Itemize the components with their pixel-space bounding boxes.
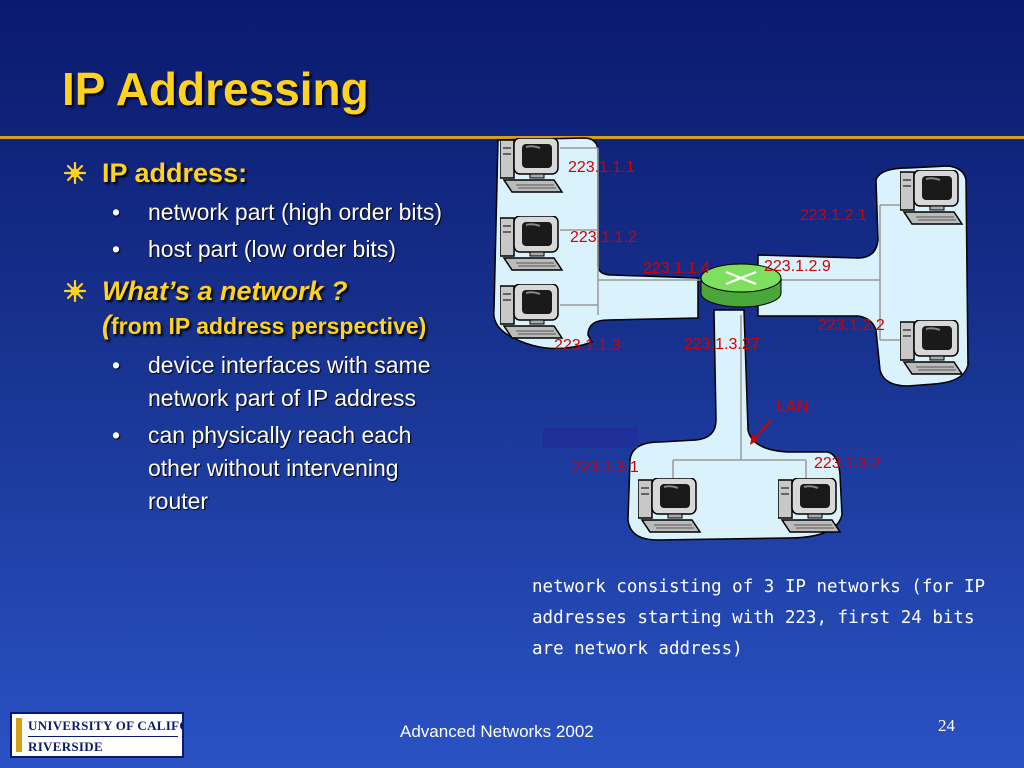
logo-separator xyxy=(28,736,178,737)
bullet-subtext: (from IP address perspective) xyxy=(102,308,482,343)
slide-title: IP Addressing xyxy=(62,63,369,115)
university-logo: UNIVERSITY OF CALIFORNIA RIVERSIDE xyxy=(10,712,184,758)
sub-bullet: • can physically reach each other without… xyxy=(62,419,458,518)
logo-line-1: UNIVERSITY OF CALIFORNIA xyxy=(28,718,182,733)
computer-icon xyxy=(500,138,563,193)
address-223-1-2-1: 223.1.2.1 xyxy=(800,207,867,224)
sunburst-bullet-icon xyxy=(64,162,86,184)
lan-label: LAN xyxy=(776,397,809,416)
sub-bullet: • device interfaces with same network par… xyxy=(62,349,458,415)
title-divider xyxy=(0,136,1024,139)
computer-icon xyxy=(778,478,841,533)
dot-icon: • xyxy=(112,236,121,262)
bullet-text: IP address: xyxy=(102,158,248,188)
dot-icon: • xyxy=(112,199,121,225)
address-223-1-1-2: 223.1.1.2 xyxy=(570,229,637,246)
page-number: 24 xyxy=(938,716,955,735)
logo-bar xyxy=(16,718,22,752)
lan-marker-bar xyxy=(543,428,638,448)
bullet-whats-a-network: What’s a network ? (from IP address pers… xyxy=(62,274,482,343)
sub-bullet-text: can physically reach each other without … xyxy=(148,422,412,514)
dot-icon: • xyxy=(112,352,121,378)
sub-bullet-text: network part (high order bits) xyxy=(148,199,443,225)
paren-open: ( xyxy=(102,310,111,340)
router xyxy=(700,263,782,308)
address-223-1-3-1: 223.1.3.1 xyxy=(572,459,639,476)
sub-bullet-text: host part (low order bits) xyxy=(148,236,396,262)
dot-icon: • xyxy=(112,422,121,448)
address-223-1-1-3: 223.1.1.3 xyxy=(554,337,621,354)
sunburst-bullet-icon xyxy=(64,280,86,302)
bullet-ip-address: IP address: xyxy=(62,156,482,190)
diagram-caption: network consisting of 3 IP networks (for… xyxy=(532,577,986,659)
address-223-1-2-9: 223.1.2.9 xyxy=(764,258,831,275)
address-223-1-3-2: 223.1.3.2 xyxy=(814,455,881,472)
computer-icon xyxy=(900,320,963,375)
perspective-text: from IP address perspective) xyxy=(111,313,427,339)
logo-line-2: RIVERSIDE xyxy=(28,739,103,754)
computer-icon xyxy=(500,216,563,271)
lan-arrowhead xyxy=(750,434,758,445)
address-223-1-3-27: 223.1.3.27 xyxy=(684,336,760,353)
bullet-text: What’s a network ? xyxy=(102,276,348,306)
computer-icon xyxy=(638,478,701,533)
bullet-list: IP address: • network part (high order bi… xyxy=(62,156,482,522)
network-diagram: LAN 223.1.1.1 223.1.1.2 223.1.1.3 223.1.… xyxy=(493,137,969,541)
address-223-1-2-2: 223.1.2.2 xyxy=(818,317,885,334)
computer-icon xyxy=(900,170,963,225)
address-223-1-1-1: 223.1.1.1 xyxy=(568,159,635,176)
sub-bullet-text: device interfaces with same network part… xyxy=(148,352,431,411)
computer-icon xyxy=(500,284,563,339)
sub-bullet: • host part (low order bits) xyxy=(62,233,458,266)
address-223-1-1-4: 223.1.1.4 xyxy=(643,260,710,277)
footer-text: Advanced Networks 2002 xyxy=(400,722,594,741)
sub-bullet: • network part (high order bits) xyxy=(62,196,458,229)
